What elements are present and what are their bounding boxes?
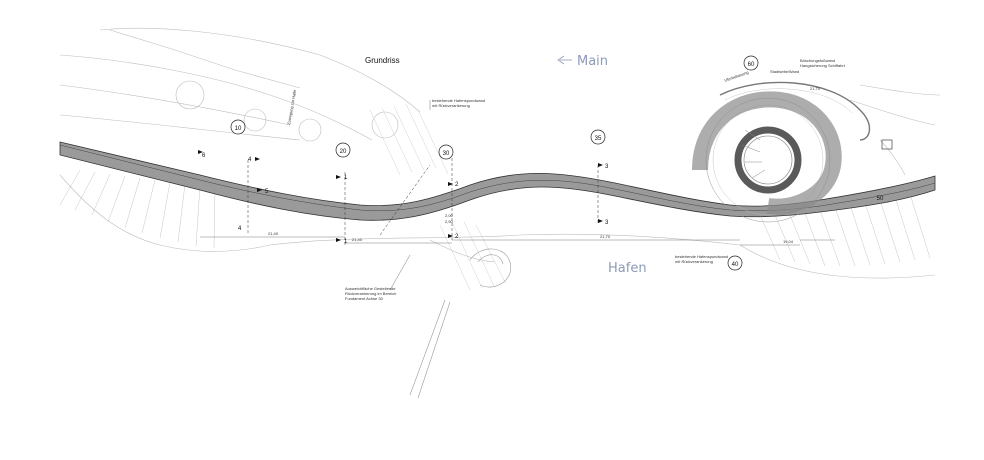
note-stair: Stadtseite/Wand: [770, 69, 799, 74]
svg-text:1: 1: [344, 239, 348, 245]
svg-text:19,04: 19,04: [783, 239, 794, 244]
svg-text:21,70: 21,70: [810, 86, 821, 91]
axis-30: 30: [438, 144, 454, 160]
svg-text:1: 1: [344, 175, 348, 181]
svg-text:21,40: 21,40: [352, 237, 363, 242]
svg-text:4: 4: [248, 157, 252, 163]
svg-text:35: 35: [595, 136, 602, 142]
svg-text:40: 40: [732, 262, 739, 268]
axis-35: 35: [590, 129, 606, 145]
bridge-deck: [59, 141, 936, 221]
embankment-hatch-right: [759, 193, 931, 267]
spiral-ramp: [692, 81, 871, 223]
axis-markers: 10 20 30 35 40 60 50: [230, 55, 884, 271]
svg-text:20: 20: [340, 149, 347, 155]
axis-10: 10: [230, 119, 246, 135]
section-marks: 1 1 2 2 3 3 4 5 6 4: [198, 150, 609, 245]
svg-text:5: 5: [265, 189, 269, 195]
axis-50: 50: [877, 196, 884, 202]
svg-text:6: 6: [202, 153, 206, 159]
svg-text:2,50: 2,50: [445, 219, 454, 224]
hafen-label: Hafen: [608, 261, 647, 276]
svg-text:21,70: 21,70: [600, 234, 611, 239]
section-lines: [247, 158, 599, 245]
stair-arc: [469, 248, 512, 288]
svg-text:10: 10: [235, 126, 242, 132]
svg-text:30: 30: [443, 151, 450, 157]
axis-20: 20: [335, 142, 351, 158]
dimension-values: 21,40 21,40 21,70 19,04 21,70 2,00 2,50: [268, 86, 821, 244]
axis-40: 40: [727, 255, 743, 271]
svg-text:3: 3: [605, 164, 609, 170]
svg-text:2,00: 2,00: [445, 213, 454, 218]
svg-text:60: 60: [748, 62, 755, 68]
embankment-hatch-left: [59, 169, 216, 249]
svg-text:3: 3: [605, 220, 609, 226]
svg-text:2: 2: [455, 182, 459, 188]
note-street: Zuwegung zur Halle: [286, 89, 297, 126]
svg-text:2: 2: [455, 234, 459, 240]
main-label: Main: [557, 54, 608, 69]
svg-text:Main: Main: [577, 54, 608, 69]
small-building: [881, 139, 893, 150]
lower-contours: [59, 174, 936, 399]
plan-title: Grundriss: [365, 56, 400, 65]
upper-contours: [59, 27, 941, 176]
note-stair2: Uferbebauung: [724, 70, 750, 83]
svg-text:50: 50: [877, 196, 884, 202]
svg-text:4: 4: [238, 226, 242, 232]
axis-60: 60: [743, 55, 759, 71]
svg-text:21,40: 21,40: [268, 231, 279, 236]
dimension-lines: [200, 236, 835, 246]
